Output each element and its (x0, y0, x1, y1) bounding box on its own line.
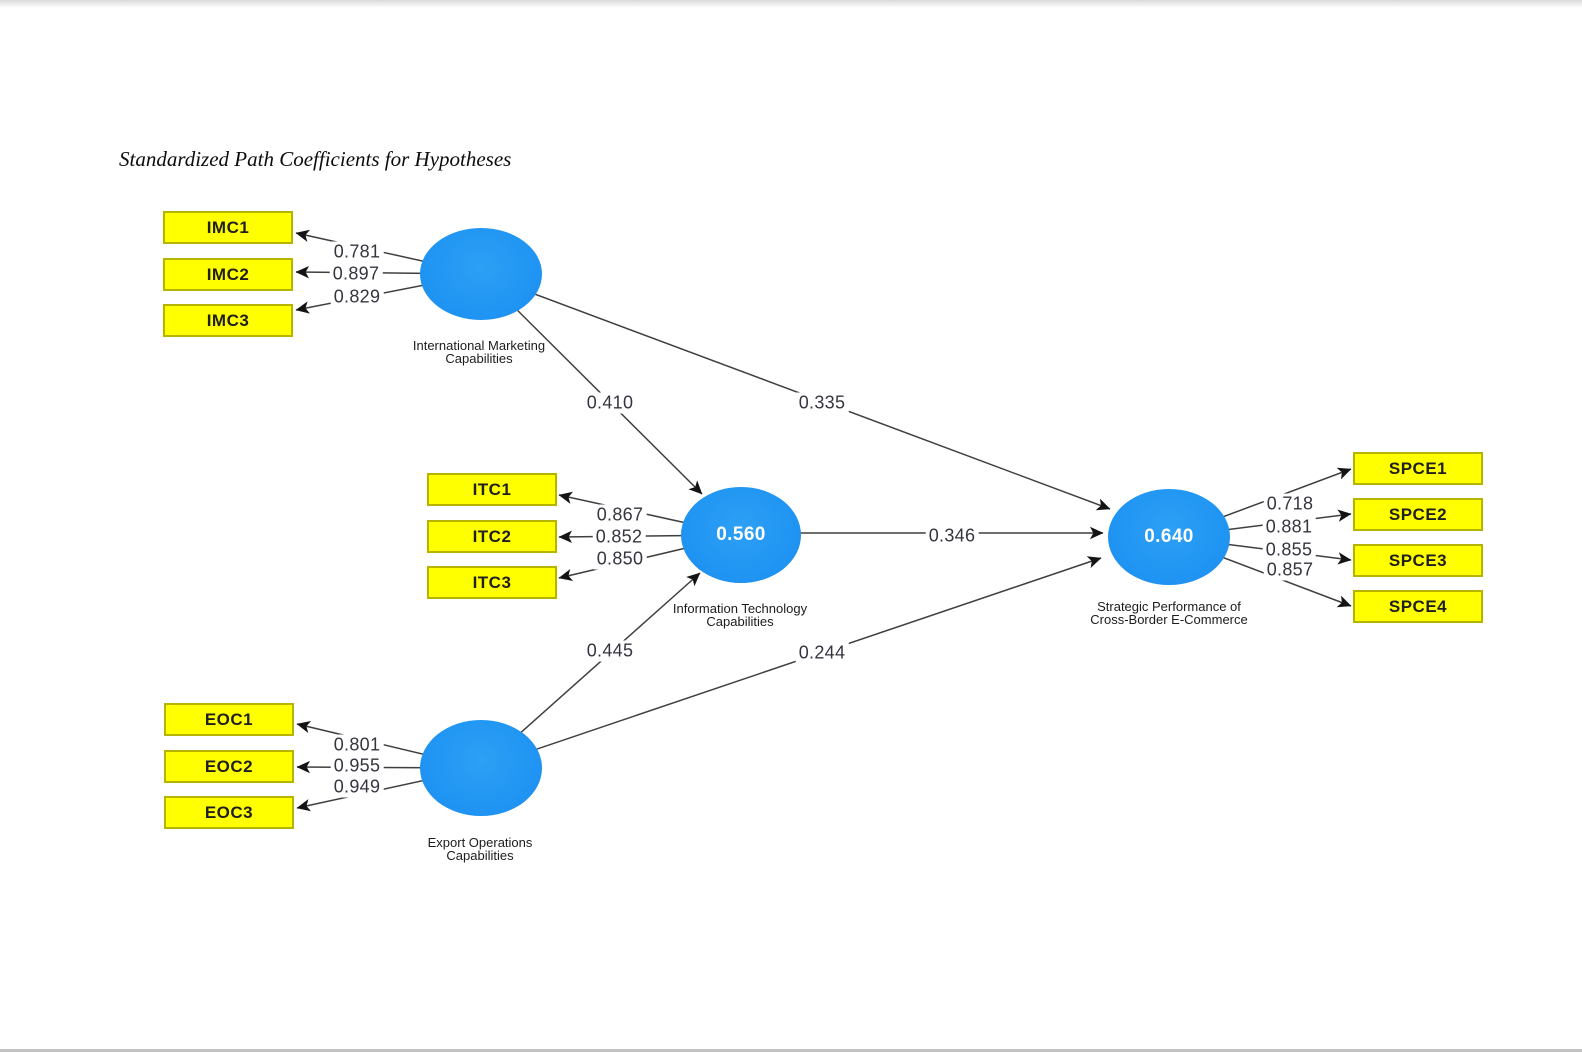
indicator-box-spce1: SPCE1 (1353, 452, 1483, 485)
loading-label-imc2: 0.897 (329, 263, 383, 285)
construct-value-spce: 0.640 (1144, 526, 1194, 547)
loading-label-spce3: 0.855 (1262, 539, 1316, 561)
construct-label-itc: Information Technology Capabilities (673, 602, 807, 628)
construct-label-line: Strategic Performance of (1097, 599, 1241, 614)
construct-label-line: Capabilities (445, 351, 513, 366)
construct-label-spce: Strategic Performance of Cross-Border E-… (1090, 600, 1247, 626)
top-border-strip (0, 0, 1582, 8)
loading-label-eoc2: 0.955 (330, 755, 384, 777)
loading-label-itc3: 0.850 (593, 548, 647, 570)
indicator-box-imc1: IMC1 (163, 211, 293, 244)
indicator-box-spce2: SPCE2 (1353, 498, 1483, 531)
loading-label-spce2: 0.881 (1262, 516, 1316, 538)
construct-label-eoc: Export Operations Capabilities (428, 836, 533, 862)
indicator-box-imc3: IMC3 (163, 304, 293, 337)
indicator-box-spce3: SPCE3 (1353, 544, 1483, 577)
path-coefficient-itc-spce: 0.346 (925, 525, 979, 547)
indicator-box-spce4: SPCE4 (1353, 590, 1483, 623)
construct-ellipse-spce: 0.640 (1108, 489, 1230, 585)
path-coefficient-eoc-itc: 0.445 (583, 640, 637, 662)
loading-label-itc1: 0.867 (593, 504, 647, 526)
construct-label-line: Export Operations (427, 835, 533, 850)
path-coefficient-imc-spce: 0.335 (795, 392, 849, 414)
construct-label-line: International Marketing (412, 338, 546, 353)
indicator-box-eoc3: EOC3 (164, 796, 294, 829)
construct-label-line: Information Technology (672, 601, 808, 616)
construct-label-line: Capabilities (706, 614, 774, 629)
construct-value-itc: 0.560 (716, 524, 766, 545)
indicator-box-eoc1: EOC1 (164, 703, 294, 736)
indicator-box-itc3: ITC3 (427, 566, 557, 599)
bottom-border-strip (0, 1049, 1582, 1052)
indicator-box-eoc2: EOC2 (164, 750, 294, 783)
loading-label-imc3: 0.829 (330, 286, 384, 308)
construct-ellipse-eoc (420, 720, 542, 816)
path-coefficient-imc-itc: 0.410 (583, 392, 637, 414)
edge-eoc-spce (480, 556, 1102, 769)
loading-label-eoc1: 0.801 (330, 734, 384, 756)
loading-label-imc1: 0.781 (330, 241, 384, 263)
construct-ellipse-itc: 0.560 (681, 487, 801, 583)
loading-label-itc2: 0.852 (592, 526, 646, 548)
path-coefficient-eoc-spce: 0.244 (795, 642, 849, 664)
loading-label-spce1: 0.718 (1263, 493, 1317, 515)
construct-label-line: Cross-Border E-Commerce (1090, 612, 1248, 627)
loading-label-spce4: 0.857 (1263, 559, 1317, 581)
figure-title: Standardized Path Coefficients for Hypot… (119, 147, 512, 171)
construct-label-imc: International Marketing Capabilities (413, 339, 545, 365)
construct-label-line: Capabilities (446, 848, 514, 863)
indicator-box-itc2: ITC2 (427, 520, 557, 553)
indicator-box-imc2: IMC2 (163, 258, 293, 291)
loading-label-eoc3: 0.949 (330, 776, 384, 798)
indicator-box-itc1: ITC1 (427, 473, 557, 506)
construct-ellipse-imc (420, 228, 542, 320)
edge-imc-spce (480, 273, 1111, 511)
